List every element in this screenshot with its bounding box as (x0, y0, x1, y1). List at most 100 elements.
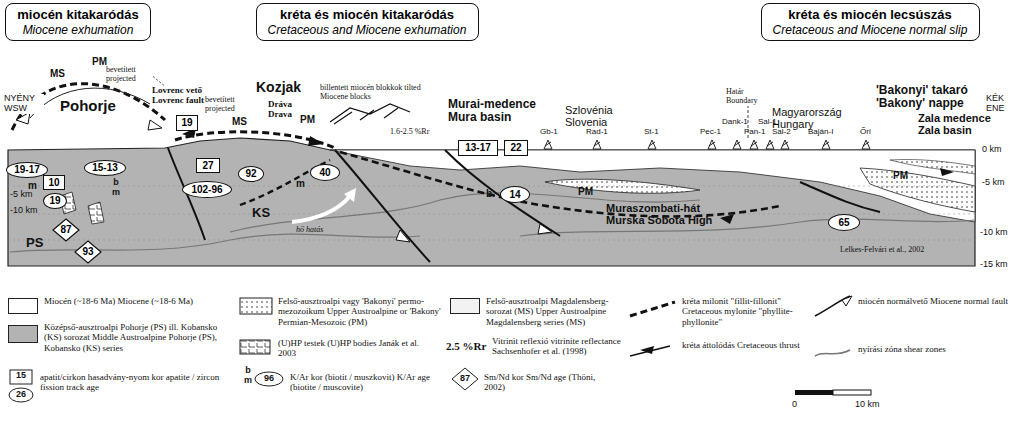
label: hő hatás (296, 226, 323, 235)
age-value: 40 (319, 168, 330, 178)
box-heading: kréta és miocén lecsúszás (772, 7, 969, 23)
age-oval: 102-96 (182, 181, 232, 198)
label: b (486, 188, 492, 199)
age-oval: 92 (238, 166, 264, 182)
label: 26 (9, 390, 33, 400)
age-box: 13-17 (458, 140, 498, 156)
label: 2.5 %Rr (446, 340, 486, 352)
label: Pec-1 (700, 128, 721, 137)
label: PS (26, 236, 43, 250)
box-heading: kréta és miocén kitakaródás (267, 7, 468, 23)
legend-text: kréta milonit "fillit-fillonit" Cretaceo… (682, 296, 802, 327)
age-value: 102-96 (191, 185, 222, 195)
label: Gb-1 (540, 128, 558, 137)
label: 'Bakonyi' takaró 'Bakony' nappe (876, 84, 994, 110)
label: b m (112, 178, 120, 198)
legend-text: Sm/Nd kor Sm/Nd age (Thöni, 2002) (484, 372, 614, 393)
age-value: 10 (48, 178, 59, 188)
label: Kozjak (256, 80, 301, 95)
age-value: 22 (510, 143, 521, 153)
label: -10 km (10, 206, 38, 216)
label: bevetített projected (106, 66, 152, 84)
label: Őri (860, 128, 871, 137)
legend-text: Miocén (~18-6 Ma) Miocene (~18-6 Ma) (44, 296, 214, 306)
label: 0 km (982, 145, 1002, 155)
age-box: 10 (43, 175, 65, 190)
label: Rad-1 (586, 128, 608, 137)
legend-swatch (8, 325, 38, 343)
age-value: 13-17 (465, 143, 491, 153)
label: -5 km (982, 178, 1005, 188)
label: -10 km (980, 228, 1008, 238)
legend-text: Felső-ausztroalpi Magdalensberg-sorozat … (486, 296, 621, 327)
label: KÉK ENE (986, 94, 1018, 114)
label: PM (893, 170, 908, 181)
age-oval: 40 (310, 164, 340, 181)
label: PM (92, 56, 107, 67)
age-box: 27 (196, 158, 220, 173)
legend-text: kréta áttolódás Cretaceous thrust (682, 340, 802, 350)
legend-swatch (450, 298, 480, 314)
label: 10 km (855, 400, 880, 410)
label: 1.6-2.5 %Rr (390, 128, 429, 137)
label: Pohorje (60, 98, 116, 115)
age-diamond: 93 (74, 240, 102, 264)
label: Szlovénia Slovenia (565, 104, 627, 128)
label: Dráva Drava (268, 100, 304, 120)
age-value: 93 (82, 247, 93, 257)
age-value: 27 (202, 161, 213, 171)
age-value: 92 (245, 169, 256, 179)
legend-text: apatit/cirkon hasadvány-nyom kor apatite… (40, 372, 230, 393)
label: -5 km (10, 190, 33, 200)
label: Sal-2 (772, 128, 791, 137)
label: MS (50, 68, 65, 79)
label: Dank-1 (722, 118, 748, 127)
label: Murai-medence Mura basin (448, 98, 544, 124)
label: Lelkes-Felvári et al., 2002 (840, 246, 924, 255)
label: Muraszombati-hát Murska Sobota High (606, 202, 734, 226)
age-oval: 15-13 (84, 160, 126, 176)
age-value: 19 (181, 118, 192, 128)
age-box: 19 (176, 115, 198, 131)
age-box: 22 (504, 140, 528, 156)
box-subtitle: Cretaceous and Miocene exhumation (267, 23, 468, 37)
label: bevetített projected (205, 96, 251, 114)
legend-text: nyírási zóna shear zones (858, 344, 1008, 354)
legend-text: miocén normálvető Miocene normal fault (858, 296, 1008, 306)
legend-text: Vitrinit reflexió vitrinite reflectance … (492, 336, 622, 357)
diamond-shape (75, 241, 101, 263)
legend-text: Felső-ausztroalpi vagy 'Bakonyi' permo-m… (278, 296, 443, 327)
label: Határ Boundary (726, 88, 770, 106)
box-subtitle: Cretaceous and Miocene normal slip (772, 23, 969, 37)
label: 96 (256, 374, 282, 384)
age-oval: 19-17 (6, 162, 48, 178)
label: KS (252, 206, 270, 220)
label: PM (578, 186, 593, 197)
label: m (296, 178, 305, 189)
age-value: 87 (60, 225, 71, 235)
label: -15 km (980, 260, 1008, 270)
age-diamond: 87 (52, 218, 80, 242)
label: Zala medence Zala basin (918, 112, 1008, 136)
label: NYÉNY WSW (4, 94, 44, 114)
process-box: kréta és miocén lecsúszásCretaceous and … (761, 3, 980, 41)
legend-text: Középső-ausztroalpi Pohorje (PS) ill. Ko… (44, 322, 234, 353)
label: 87 (452, 374, 478, 384)
label: 0 (792, 400, 797, 410)
age-value: 19 (49, 196, 60, 206)
diamond-shape (53, 219, 79, 241)
legend-text: K/Ar kor (biotit / muszkovit) K/Ar age (… (290, 372, 440, 393)
label: PM (300, 114, 315, 125)
box-subtitle: Miocene exhumation (16, 23, 140, 37)
age-oval: 19 (43, 193, 67, 209)
legend-swatch (8, 298, 38, 314)
label: MS (232, 116, 247, 127)
label: Sal-1 (758, 118, 777, 127)
age-value: 65 (838, 218, 849, 228)
box-heading: miocén kitakaródás (16, 7, 140, 23)
age-value: 14 (509, 190, 520, 200)
process-box: miocén kitakaródásMiocene exhumation (5, 3, 151, 41)
process-box: kréta és miocén kitakaródásCretaceous an… (256, 3, 479, 41)
legend-text: (U)HP testek (U)HP bodies Janák et al. 2… (278, 338, 428, 359)
